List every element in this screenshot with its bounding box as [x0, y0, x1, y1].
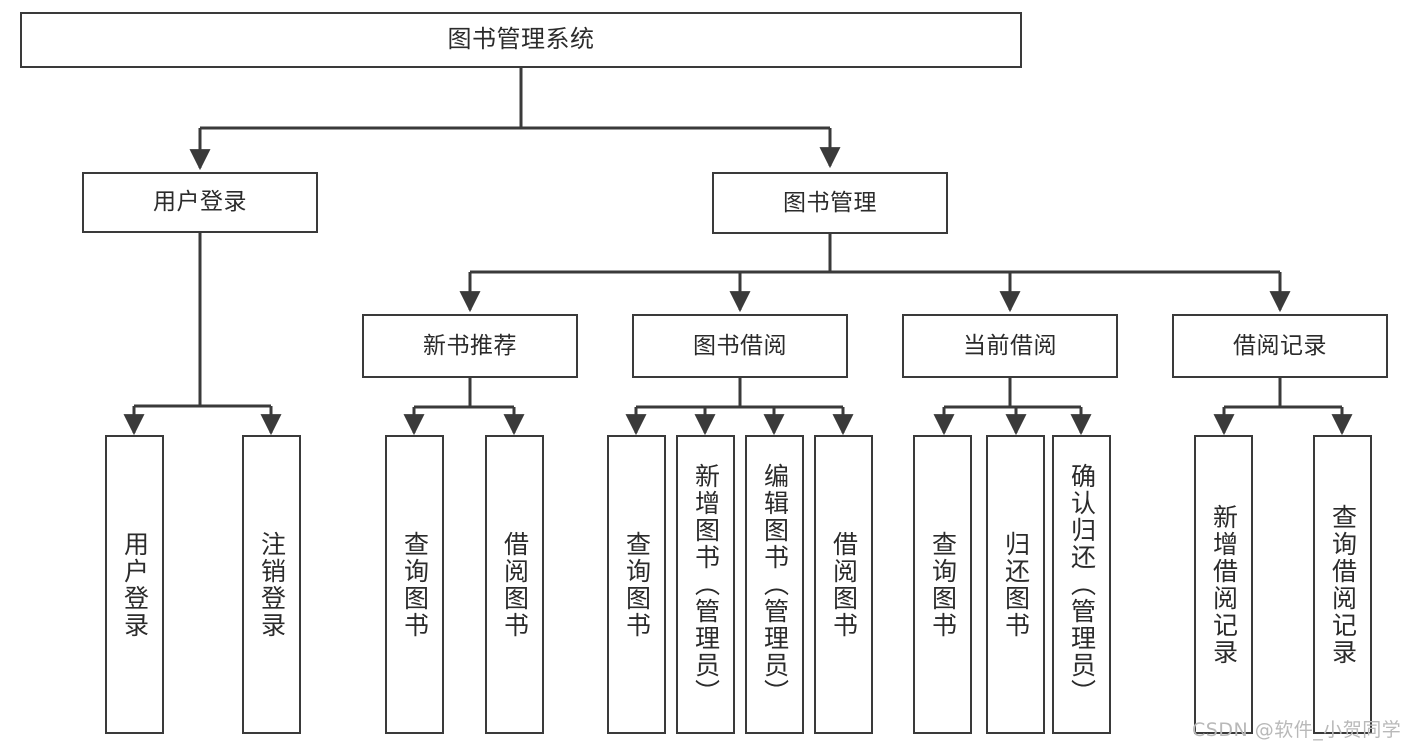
- leaf-book-borrow-query-books[interactable]: 查询图书: [607, 435, 666, 734]
- node-book-borrow[interactable]: 图书借阅: [632, 314, 848, 378]
- node-label: 确认归还（管理员）: [1067, 463, 1097, 706]
- node-label: 新书推荐: [423, 332, 517, 359]
- node-label: 查询图书: [400, 530, 430, 639]
- leaf-book-borrow-add-book[interactable]: 新增图书（管理员）: [676, 435, 735, 734]
- leaf-book-borrow-borrow-book[interactable]: 借阅图书: [814, 435, 873, 734]
- leaf-new-book-query-books[interactable]: 查询图书: [385, 435, 444, 734]
- node-label: 查询图书: [622, 530, 652, 639]
- node-label: 注销登录: [257, 530, 287, 639]
- leaf-user-login-logout[interactable]: 注销登录: [242, 435, 301, 734]
- leaf-book-borrow-edit-book[interactable]: 编辑图书（管理员）: [745, 435, 804, 734]
- node-root-system[interactable]: 图书管理系统: [20, 12, 1022, 68]
- node-label: 查询借阅记录: [1328, 503, 1358, 666]
- node-label: 图书借阅: [693, 332, 787, 359]
- node-label: 当前借阅: [963, 332, 1057, 359]
- leaf-current-borrow-query-books[interactable]: 查询图书: [913, 435, 972, 734]
- node-label: 借阅图书: [829, 530, 859, 639]
- leaf-user-login-login[interactable]: 用户登录: [105, 435, 164, 734]
- node-label: 用户登录: [120, 530, 150, 639]
- csdn-watermark: CSDN @软件_小贺同学: [1192, 719, 1402, 741]
- leaf-borrow-record-add-record[interactable]: 新增借阅记录: [1194, 435, 1253, 734]
- leaf-borrow-record-query-record[interactable]: 查询借阅记录: [1313, 435, 1372, 734]
- node-label: 借阅图书: [500, 530, 530, 639]
- node-label: 新增图书（管理员）: [691, 463, 721, 706]
- node-label: 借阅记录: [1233, 332, 1327, 359]
- node-label: 图书管理: [783, 189, 877, 216]
- leaf-new-book-borrow-books[interactable]: 借阅图书: [485, 435, 544, 734]
- leaf-current-borrow-return-books[interactable]: 归还图书: [986, 435, 1045, 734]
- node-label: 图书管理系统: [447, 25, 595, 54]
- node-book-management[interactable]: 图书管理: [712, 172, 948, 234]
- node-label: 编辑图书（管理员）: [760, 463, 790, 706]
- node-label: 查询图书: [928, 530, 958, 639]
- node-new-book-recommend[interactable]: 新书推荐: [362, 314, 578, 378]
- node-label: 归还图书: [1001, 530, 1031, 639]
- node-user-login[interactable]: 用户登录: [82, 172, 318, 233]
- node-current-borrow[interactable]: 当前借阅: [902, 314, 1118, 378]
- leaf-current-borrow-confirm-return[interactable]: 确认归还（管理员）: [1052, 435, 1111, 734]
- node-borrow-record[interactable]: 借阅记录: [1172, 314, 1388, 378]
- node-label: 新增借阅记录: [1209, 503, 1239, 666]
- node-label: 用户登录: [153, 189, 247, 216]
